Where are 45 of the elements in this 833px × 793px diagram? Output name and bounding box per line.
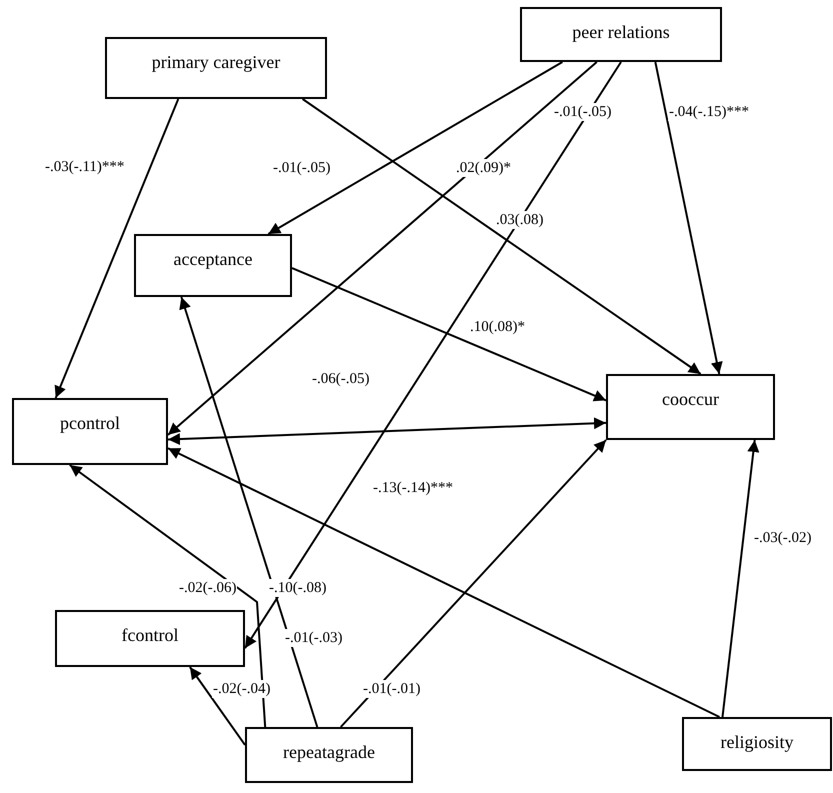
variable-box	[682, 717, 832, 771]
variable-box	[12, 398, 168, 465]
variable-name: religiosity	[720, 731, 794, 753]
path-coefficient: -.03(-.02)	[753, 529, 812, 547]
variable-name: acceptance	[174, 248, 252, 270]
arrow	[340, 439, 607, 728]
variable-name: fcontrol	[122, 624, 178, 646]
arrow	[179, 296, 318, 728]
variable-name: repeatagrade	[283, 741, 375, 763]
variable-box	[134, 234, 292, 297]
variable-box	[606, 374, 775, 440]
variable-name: peer relations	[572, 21, 670, 43]
variable-name: pcontrol	[60, 412, 120, 434]
path-coefficient: -.01(-.05)	[272, 159, 332, 177]
arrow	[189, 666, 246, 746]
arrow	[722, 440, 760, 718]
variable-name: primary caregiver	[152, 51, 280, 73]
variable-box	[55, 610, 245, 667]
arrow	[69, 464, 266, 728]
path-coefficient: -.10(-.08)	[268, 579, 328, 597]
arrow	[168, 417, 606, 446]
path-coefficient: -.04(-.15)***	[668, 103, 750, 121]
variable-name: cooccur	[662, 388, 719, 410]
path-coefficient: -.02(-.04)	[212, 680, 272, 698]
arrow	[302, 98, 702, 375]
arrow	[167, 61, 598, 436]
arrow	[168, 447, 720, 718]
arrow	[244, 61, 622, 649]
arrow	[292, 267, 606, 402]
path-coefficient: -.06(-.05)	[311, 370, 370, 388]
path-coefficient: .03(.08)	[495, 211, 544, 229]
path-coefficient: -.02(-.06)	[178, 579, 238, 597]
arrow	[268, 61, 563, 235]
variable-box	[245, 727, 413, 783]
path-coefficient: -.01(-.01)	[362, 680, 422, 698]
arrow	[654, 62, 723, 374]
path-coefficient: .02(.09)*	[455, 159, 512, 177]
path-coefficient: -.03(-.11)***	[44, 158, 126, 176]
path-coefficient: -.01(-.05)	[553, 103, 612, 121]
path-coefficient: -.01(-.03)	[284, 629, 344, 647]
variable-box	[105, 37, 327, 99]
path-coefficient: -.13(-.14)***	[372, 479, 454, 497]
arrow	[54, 98, 180, 398]
path-coefficient: .10(.08)*	[469, 318, 526, 336]
variable-box	[520, 7, 722, 62]
